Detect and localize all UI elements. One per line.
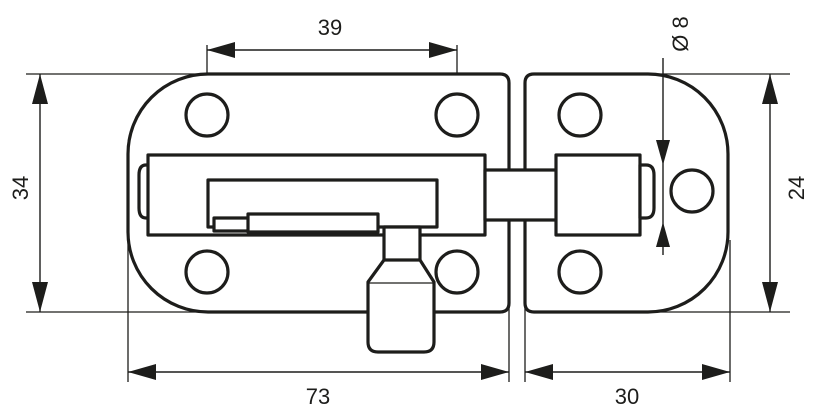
keeper-hole-bottom	[557, 249, 603, 295]
mounting-hole-top-left	[184, 92, 230, 138]
dimension-label-24: 24	[784, 176, 809, 200]
dimension-73: 73	[128, 364, 509, 409]
dimension-label-73: 73	[306, 384, 330, 409]
dimension-39: 39	[207, 15, 457, 58]
handle-knob	[366, 258, 436, 354]
dimension-label-39: 39	[318, 15, 342, 40]
dimension-30: 30	[525, 364, 730, 409]
sleeve-end-cap	[638, 163, 656, 220]
dimension-label-diameter: Ø 8	[668, 16, 693, 51]
dimension-24: 24	[762, 74, 809, 312]
keeper-hole-side	[669, 168, 715, 214]
mounting-hole-bottom-left	[184, 249, 230, 295]
keeper-hole-top	[557, 92, 603, 138]
bolt-handle	[366, 225, 436, 354]
sliding-bolt	[137, 153, 560, 237]
bolt-rod-inner	[246, 212, 380, 234]
keeper-sleeve	[554, 153, 656, 237]
handle-neck	[382, 225, 422, 265]
bolt-shaft	[483, 168, 560, 222]
dimension-diameter-8: Ø 8	[656, 16, 693, 255]
dimension-label-30: 30	[615, 384, 639, 409]
mounting-hole-top-right	[434, 92, 480, 138]
dimension-34: 34	[8, 74, 48, 312]
dimension-label-34: 34	[8, 176, 33, 200]
sleeve-body	[554, 153, 642, 237]
mounting-hole-bottom-right	[434, 249, 480, 295]
